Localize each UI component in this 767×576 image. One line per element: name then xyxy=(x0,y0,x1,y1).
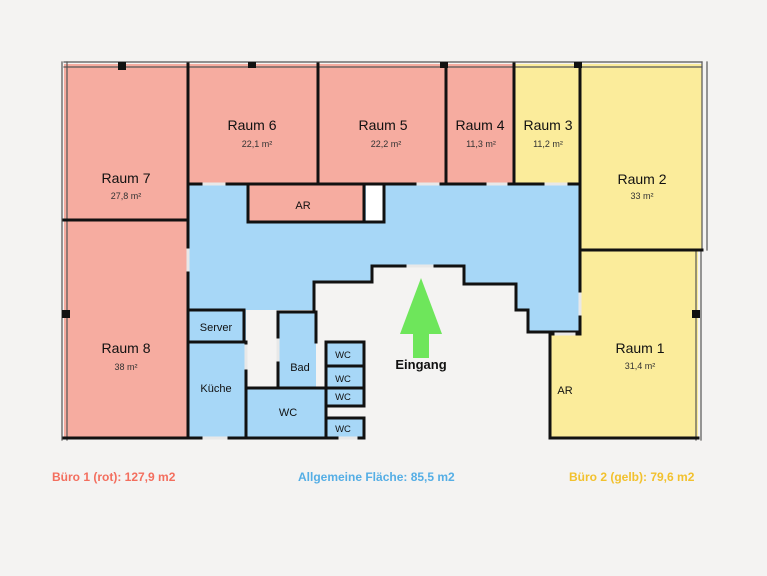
room-raum3-shape xyxy=(514,64,580,184)
room-raum4-shape xyxy=(446,64,514,184)
room-ar-right-shape xyxy=(550,334,580,438)
raum8-label: Raum 8 xyxy=(101,340,150,356)
legend-buero1: Büro 1 (rot): 127,9 m2 xyxy=(52,470,176,484)
wc-main-label: WC xyxy=(279,407,297,419)
bad-label: Bad xyxy=(290,362,310,374)
corridor-shape xyxy=(188,184,580,386)
walls xyxy=(61,61,708,441)
raum3-label: Raum 3 xyxy=(523,117,572,133)
wc1-shape xyxy=(326,342,364,366)
buero1-rooms xyxy=(64,64,514,438)
wc4-label: WC xyxy=(335,424,351,435)
up-arrow-icon xyxy=(400,278,442,358)
wc2-shape xyxy=(326,366,364,388)
raum5-area: 22,2 m² xyxy=(371,139,402,149)
ar-top-shape xyxy=(248,184,364,222)
room-raum8-shape xyxy=(64,220,188,438)
raum7-label: Raum 7 xyxy=(101,170,150,186)
raum6-label: Raum 6 xyxy=(227,117,276,133)
room-raum2-shape xyxy=(580,64,702,250)
raum7-area: 27,8 m² xyxy=(111,191,142,201)
raum1-area: 31,4 m² xyxy=(625,361,656,371)
legend-buero2: Büro 2 (gelb): 79,6 m2 xyxy=(569,470,695,484)
storage-niche-shape xyxy=(366,184,384,222)
raum8-area: 38 m² xyxy=(114,362,137,372)
ar-right-label: AR xyxy=(557,385,572,397)
buero2-rooms xyxy=(514,64,702,438)
wc4-shape xyxy=(326,418,364,438)
wc3-label: WC xyxy=(335,392,351,403)
entrance-label: Eingang xyxy=(395,357,446,372)
server-shape xyxy=(188,310,244,342)
raum2-label: Raum 2 xyxy=(617,171,666,187)
raum2-area: 33 m² xyxy=(630,191,653,201)
raum6-area: 22,1 m² xyxy=(242,139,273,149)
legend-allgemein: Allgemeine Fläche: 85,5 m2 xyxy=(298,470,455,484)
raum3-area: 11,2 m² xyxy=(533,139,563,149)
bad-shape xyxy=(278,312,316,390)
wc1-label: WC xyxy=(335,350,351,361)
wc2-label: WC xyxy=(335,374,351,385)
kueche-label: Küche xyxy=(200,383,231,395)
room-raum6-shape xyxy=(188,64,318,184)
wc3-shape xyxy=(326,388,364,406)
ar-top-label: AR xyxy=(295,200,310,212)
wc-main-shape xyxy=(246,388,326,438)
raum5-label: Raum 5 xyxy=(358,117,407,133)
server-label: Server xyxy=(200,322,233,334)
room-raum1-shape xyxy=(580,250,698,438)
room-raum5-shape xyxy=(318,64,446,184)
room-labels: Raum 7 27,8 m² Raum 6 22,1 m² Raum 5 22,… xyxy=(101,117,666,435)
kueche-shape xyxy=(188,342,246,438)
room-raum7-shape xyxy=(64,64,188,220)
raum4-label: Raum 4 xyxy=(455,117,504,133)
raum4-area: 11,3 m² xyxy=(466,139,496,149)
general-area xyxy=(188,184,580,438)
raum1-label: Raum 1 xyxy=(615,340,664,356)
